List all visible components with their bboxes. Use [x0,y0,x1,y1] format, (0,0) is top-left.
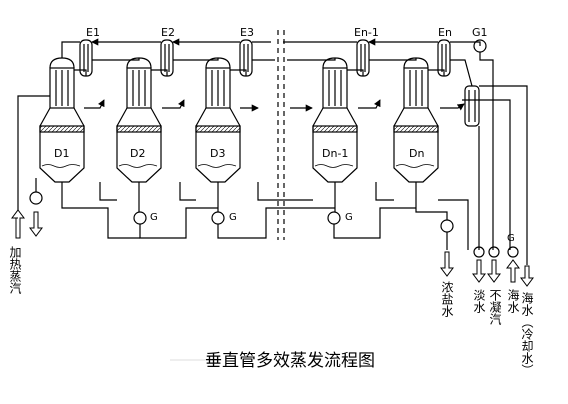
label-pump-g-2: G [150,212,158,223]
label-d1: D1 [54,147,70,160]
label-seawater-cooling: 海水（冷却水） [520,292,534,376]
evaporator-d2 [116,57,162,183]
flow-arrows [11,209,534,287]
label-e1: E1 [86,26,100,39]
label-g1: G1 [472,26,488,39]
label-seawater: 海水 [506,289,520,313]
effect-separator [277,30,285,240]
evaporator-d1 [39,57,85,183]
label-heating-steam: 加热蒸汽 [8,246,22,294]
label-pump-g-3: G [229,212,237,223]
label-dn-1: Dn-1 [322,147,349,160]
top-header-lines [61,38,481,112]
label-dn: Dn [409,147,425,160]
label-d3: D3 [210,147,226,160]
final-condenser [464,85,480,127]
label-e3: E3 [240,26,254,39]
label-en-1: En-1 [354,26,379,39]
label-e2: E2 [161,26,175,39]
diagram-caption: 垂直管多效蒸发流程图 [205,351,375,371]
label-d2: D2 [130,147,146,160]
label-pump-g-n1: G [345,212,353,223]
label-pump-g-sea: G [507,233,515,244]
bottom-lines [17,85,528,265]
evaporator-dn-1 [312,57,358,183]
evaporator-d3 [195,57,241,183]
label-concentrated-brine: 浓盐水 [440,281,454,317]
label-fresh-water: 淡水 [472,289,486,313]
label-en: En [438,26,452,39]
label-non-condensable-gas: 不凝汽 [488,289,502,325]
g1-pump [473,39,494,250]
evaporator-dn [393,57,439,183]
